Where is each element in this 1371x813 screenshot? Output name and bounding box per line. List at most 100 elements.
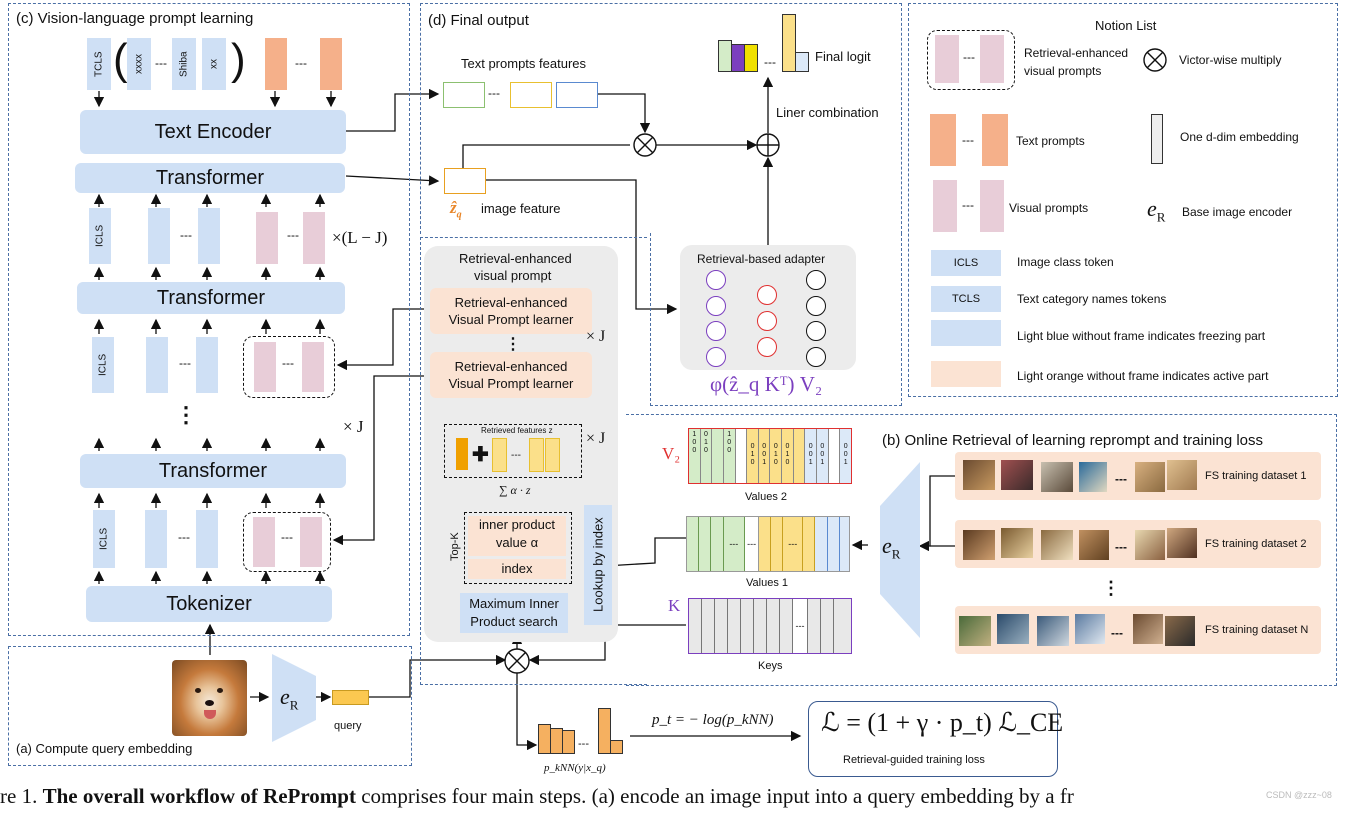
notion-pink-1	[933, 180, 957, 232]
notion-label: Victor-wise multiply	[1179, 53, 1282, 67]
adapter-output-node	[806, 347, 826, 367]
dots: ---	[179, 356, 191, 370]
thumbnail	[1041, 530, 1073, 560]
adapter-input-node	[706, 296, 726, 316]
notion-pink-2	[980, 35, 1004, 83]
times-l-minus-j: ×(L − J)	[332, 228, 388, 247]
dots: ---	[511, 450, 521, 461]
thumbnail	[997, 614, 1029, 644]
dog-eye-icon	[195, 688, 201, 693]
thumbnail	[1165, 616, 1195, 646]
v2-label: V₂	[662, 444, 681, 463]
text-feature-blue	[556, 82, 598, 108]
vertical-dots: ⋮	[175, 402, 197, 427]
logit-bar	[744, 44, 758, 72]
visual-prompt-1	[256, 212, 278, 264]
panel-c-title: (c) Vision-language prompt learning	[16, 10, 254, 27]
notion-label: Text category names tokens	[1017, 292, 1167, 306]
dataset-label: FS training dataset 1	[1205, 470, 1307, 482]
text-feature-green	[443, 82, 485, 108]
tcls-chip: TCLS	[931, 286, 1001, 312]
dots: ---	[287, 228, 299, 242]
keys-label: Keys	[758, 660, 783, 672]
notion-label: Visual prompts	[1009, 201, 1089, 215]
dog-tongue-icon	[204, 710, 216, 719]
visual-token	[198, 208, 220, 264]
retrieved-features-label: Retrieved features z	[481, 426, 553, 435]
dots: ---	[1115, 540, 1127, 554]
adapter-hidden-node	[757, 311, 777, 331]
topk-label: Top-K	[449, 532, 461, 562]
retrieved-features-box	[444, 424, 582, 478]
visual-token	[145, 510, 167, 568]
thumbnail	[1167, 528, 1197, 558]
thumbnail	[963, 530, 995, 560]
vertical-dots: ⋮	[505, 336, 521, 353]
query-feature	[456, 438, 468, 470]
bracket-open: (	[113, 35, 128, 84]
word-token-3: xx	[202, 38, 226, 90]
retrieval-title-1: Retrieval-enhanced	[459, 251, 572, 266]
panel-b-title: (b) Online Retrieval of learning repromp…	[882, 432, 1264, 449]
watermark: CSDN @zzz~08	[1266, 790, 1332, 800]
times-j: × J	[343, 417, 364, 436]
adapter-input-node	[706, 347, 726, 367]
image-feature-label: image feature	[481, 201, 561, 216]
plus-icon: ✚	[472, 444, 489, 466]
values2-cell	[793, 429, 806, 483]
text-prompt-1	[265, 38, 287, 90]
loss-box: ℒ = (1 + γ · p_t) ℒ_CE Retrieval-guided …	[808, 701, 1063, 777]
dataset-label: FS training dataset N	[1205, 624, 1309, 636]
notion-orange-1	[930, 114, 956, 166]
er-symbol: eR	[1147, 196, 1166, 225]
dots: ---	[281, 530, 293, 544]
adapter-title: Retrieval-based adapter	[697, 252, 826, 266]
word-token-1: xxxx	[127, 38, 151, 90]
thumbnail	[1001, 528, 1033, 558]
thumbnail	[1079, 462, 1107, 492]
adapter-output-node	[806, 321, 826, 341]
embedding-icon	[1151, 114, 1163, 164]
retrieved-feature	[492, 438, 507, 472]
notion-label: Image class token	[1017, 255, 1114, 269]
dataset-row-1: --- FS training dataset 1	[955, 452, 1321, 500]
notion-pink-2	[980, 180, 1004, 232]
dots: ---	[1115, 472, 1127, 486]
values2-cell	[712, 429, 724, 483]
er-label-b: eR	[882, 533, 901, 562]
values2-label: Values 2	[745, 491, 787, 503]
topk-box	[464, 512, 572, 584]
pknn-bar	[610, 740, 623, 754]
thumbnail	[1075, 614, 1105, 644]
er-label-a: eR	[280, 684, 299, 713]
transformer-top: Transformer	[75, 163, 345, 193]
query-embedding	[332, 690, 369, 705]
notion-pink-1	[935, 35, 959, 83]
query-label: query	[334, 720, 362, 732]
thumbnail	[1135, 462, 1165, 492]
dataset-row-2: --- FS training dataset 2	[955, 520, 1321, 568]
times-j-learner: × J	[586, 328, 606, 345]
thumbnail	[963, 460, 995, 490]
thumbnail	[1079, 530, 1109, 560]
values2-cell	[735, 429, 748, 483]
thumbnail	[1037, 616, 1069, 646]
dots: ---	[963, 50, 975, 64]
logit-bar	[718, 40, 732, 72]
retrieved-feature	[545, 438, 560, 472]
dots: ---	[962, 198, 974, 212]
panel-d-lower	[650, 233, 902, 406]
times-j-retrieval: × J	[586, 430, 606, 447]
orange-swatch	[931, 361, 1001, 387]
logit-bar	[795, 52, 809, 72]
values2-cell	[828, 429, 841, 483]
visual-prompt-2	[302, 342, 324, 392]
notion-label: Text prompts	[1016, 134, 1085, 148]
